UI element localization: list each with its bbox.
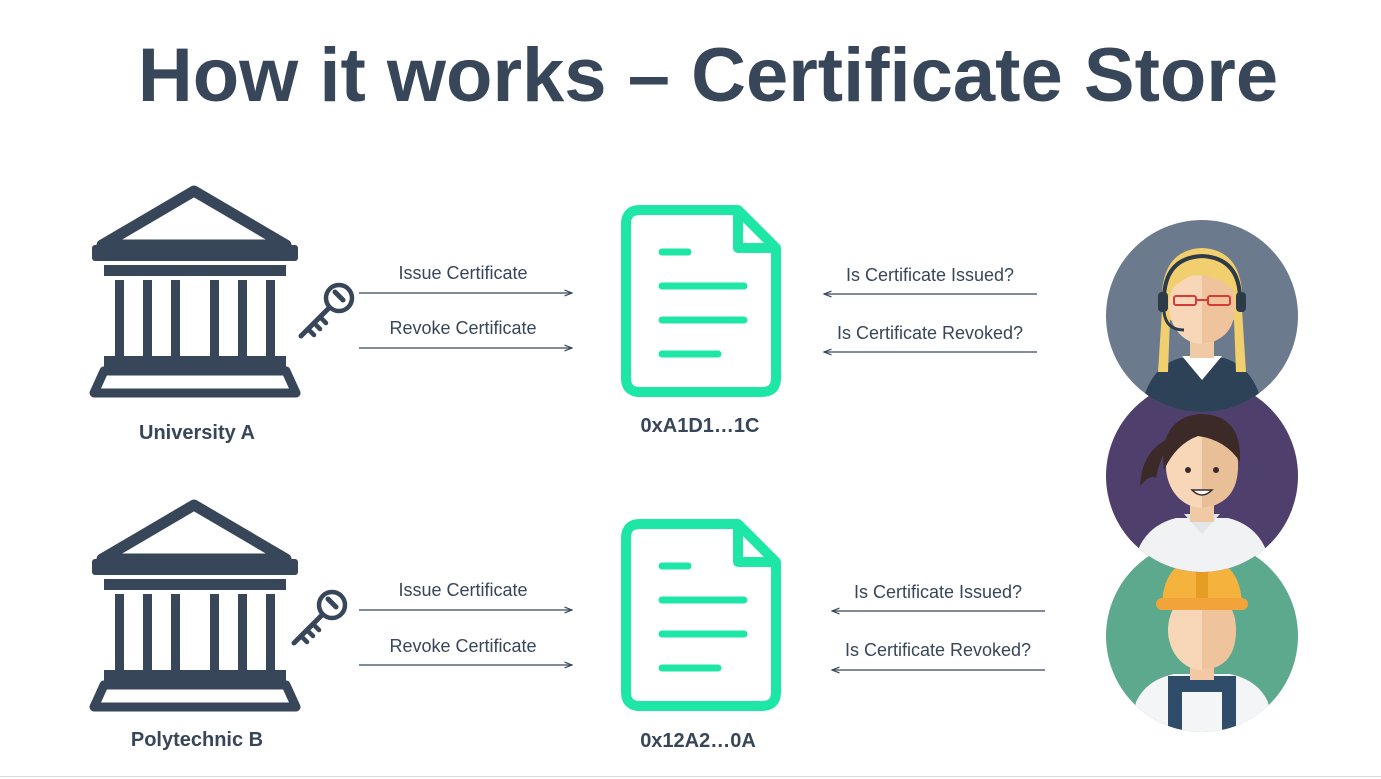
issue-action-label: Issue Certificate xyxy=(398,580,527,600)
bank-building-icon xyxy=(92,191,298,393)
issue-action-label: Issue Certificate xyxy=(398,263,527,283)
revoked-query-label: Is Certificate Revoked? xyxy=(837,323,1023,343)
page-title: How it works – Certificate Store xyxy=(138,33,1278,118)
issued-query-label: Is Certificate Issued? xyxy=(846,265,1014,285)
issued-query-label: Is Certificate Issued? xyxy=(854,582,1022,602)
bottom-divider xyxy=(0,776,1381,777)
contract-address: 0xA1D1…1C xyxy=(641,415,760,437)
document-icon xyxy=(626,210,776,392)
support-agent-avatar xyxy=(1106,220,1298,412)
key-icon xyxy=(294,592,345,643)
revoke-action-label: Revoke Certificate xyxy=(389,318,536,338)
bank-building-icon xyxy=(92,505,298,707)
institution-label: Polytechnic B xyxy=(131,729,263,751)
revoked-query-label: Is Certificate Revoked? xyxy=(845,640,1031,660)
revoke-action-label: Revoke Certificate xyxy=(389,636,536,656)
construction-worker-avatar xyxy=(1106,540,1298,732)
institution-label: University A xyxy=(139,422,255,444)
contract-address: 0x12A2…0A xyxy=(640,730,756,752)
document-icon xyxy=(626,524,776,706)
key-icon xyxy=(301,285,352,336)
woman-avatar xyxy=(1106,380,1298,572)
